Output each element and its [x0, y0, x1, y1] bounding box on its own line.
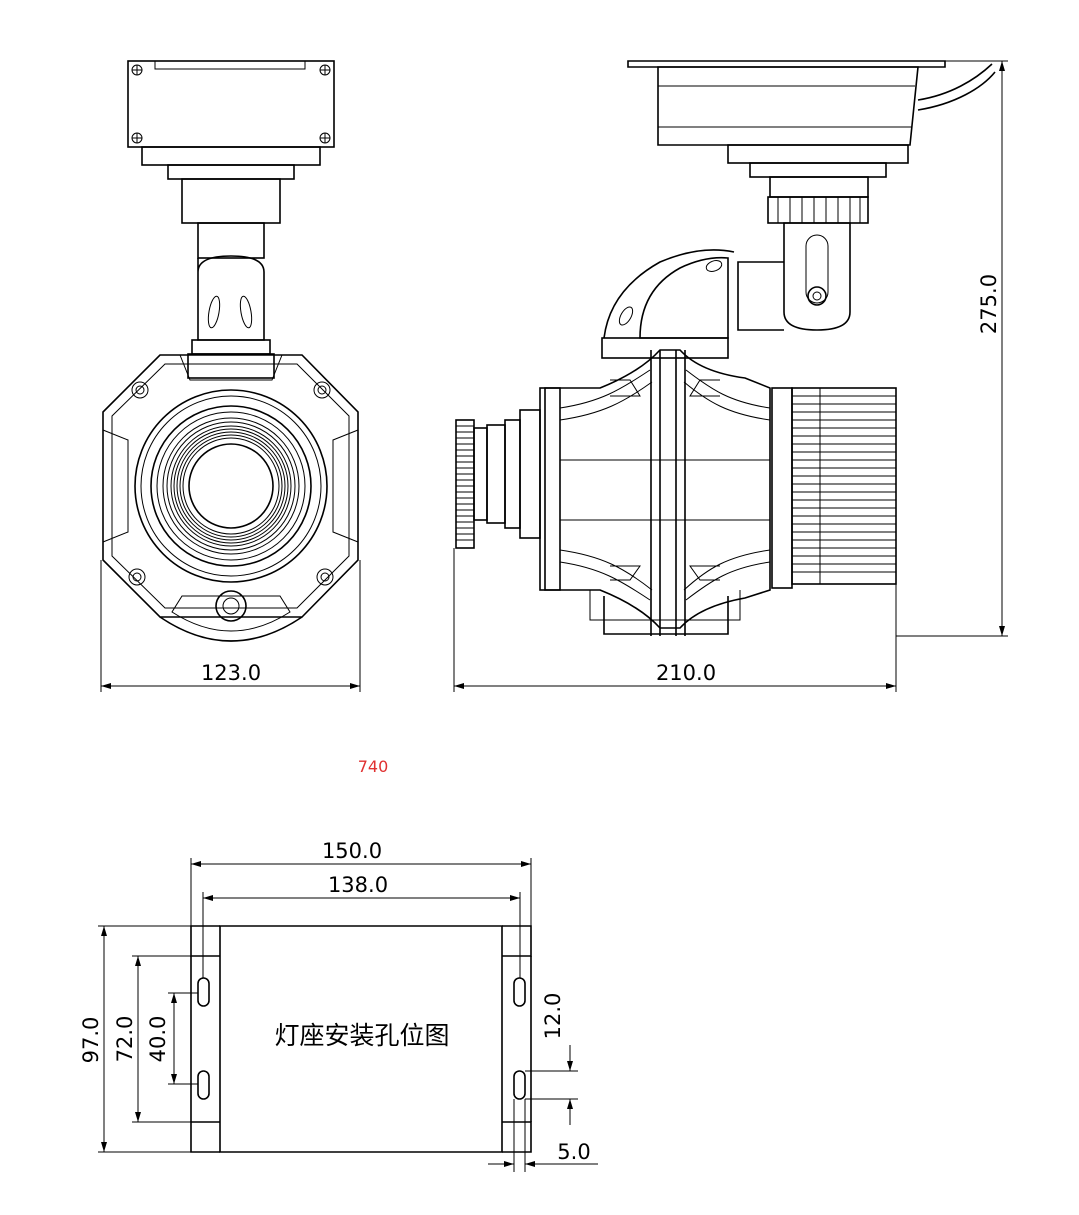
front-view: 123.0: [100, 60, 361, 692]
dim-base-hole-span: 138.0: [328, 873, 388, 897]
dim-front-width: 123.0: [201, 661, 261, 685]
mounting-slot: [513, 1070, 526, 1100]
dim-flange-width: 5.0: [557, 1140, 590, 1164]
dim-base-outer-width: 150.0: [322, 839, 382, 863]
base-caption: 灯座安装孔位图: [274, 1021, 449, 1050]
base-plate-view: 灯座安装孔位图 150.0 138.0 97.0 72.0 40.0 12.0 …: [79, 839, 598, 1172]
screw-icon: [131, 64, 331, 144]
dim-side-height: 275.0: [977, 274, 1001, 334]
mounting-slot: [197, 977, 210, 1007]
dim-hole-spacing: 40.0: [146, 1016, 170, 1063]
mounting-slot: [513, 977, 526, 1007]
dim-slot-length: 12.0: [541, 993, 565, 1040]
stray-mark: 740: [358, 757, 389, 776]
dim-side-length: 210.0: [656, 661, 716, 685]
dim-base-height: 97.0: [79, 1017, 103, 1064]
mounting-slot: [197, 1070, 210, 1100]
side-view: 210.0 275.0: [453, 60, 1008, 692]
dim-base-inner-height: 72.0: [113, 1016, 137, 1063]
